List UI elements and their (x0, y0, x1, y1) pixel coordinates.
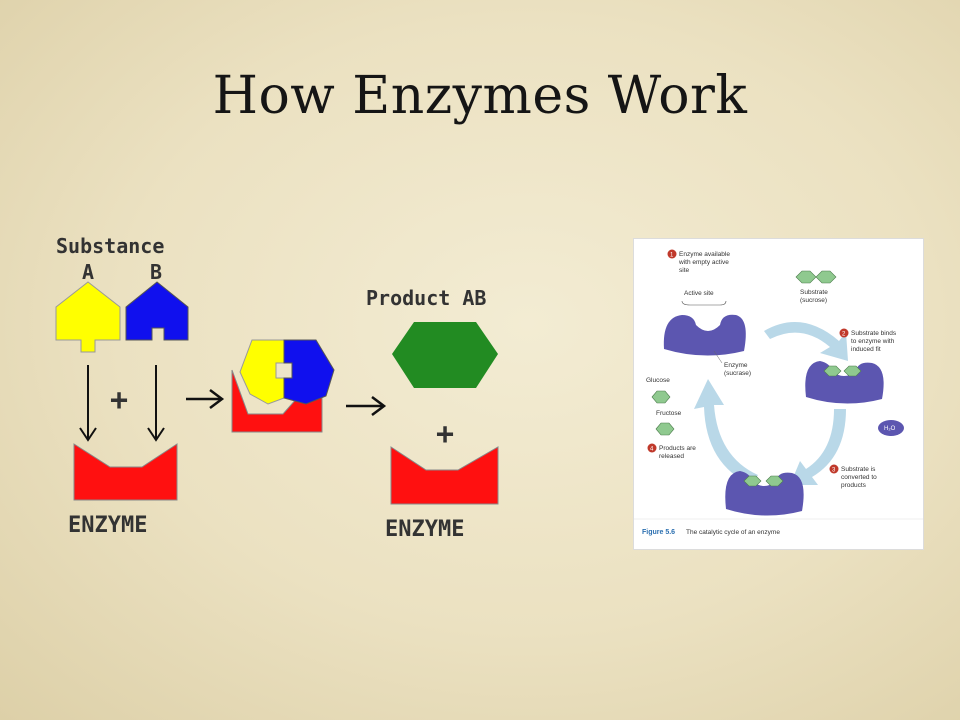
enzyme-schematic: Substance A B + ENZYME Product AB + ENZY… (55, 234, 499, 542)
step-3-text: Substrate is (841, 466, 876, 473)
substance-b-shape (125, 281, 189, 341)
substance-b-label: B (150, 260, 162, 284)
fructose-icon (655, 422, 675, 436)
substrate-label: Substrate (800, 289, 828, 296)
substance-a-shape (55, 281, 121, 353)
substrate-icon (795, 270, 837, 284)
step-3-text-2: converted to (841, 474, 877, 481)
substrate-label-2: (sucrose) (800, 297, 827, 304)
enzyme-icon-empty (663, 314, 746, 356)
bound-substrate-icon (823, 365, 862, 377)
active-site-label: Active site (684, 290, 714, 297)
substance-a-label: A (82, 260, 94, 284)
step-4-text-2: released (659, 453, 684, 460)
down-arrow-a (79, 365, 97, 442)
enzyme-name-2: (sucrase) (724, 370, 751, 377)
water-label: H₂O (884, 426, 896, 432)
plus-sign-2: + (436, 417, 454, 452)
water-icon (878, 420, 904, 436)
down-arrow-b (147, 365, 165, 442)
fructose-label: Fructose (656, 410, 682, 417)
step-1-text: Enzyme available (679, 251, 730, 258)
enzyme-icon-products (725, 471, 804, 516)
plus-sign-1: + (110, 383, 128, 418)
catalytic-cycle-diagram: Enzyme (sucrase) Active site 1 Enzyme av… (634, 249, 923, 536)
step-2-number: 2 (842, 332, 846, 338)
step-1-number: 1 (670, 253, 674, 259)
figure-caption: The catalytic cycle of an enzyme (686, 529, 780, 536)
enzyme-label-1: ENZYME (68, 513, 147, 538)
right-arrow-1 (186, 389, 225, 409)
slide-title: How Enzymes Work (212, 66, 748, 126)
enzyme-shape-2 (390, 446, 499, 505)
step-3-text-3: products (841, 482, 867, 489)
figure-number: Figure 5.6 (642, 529, 675, 536)
step-1-text-2: with empty active (678, 259, 729, 266)
enzyme-name: Enzyme (724, 362, 748, 369)
right-arrow-2 (346, 396, 387, 416)
glucose-icon (651, 390, 671, 404)
step-4-number: 4 (650, 447, 654, 453)
step-3-number: 3 (832, 468, 836, 474)
product-ab-shape (392, 322, 498, 388)
product-icon (743, 475, 784, 487)
substance-label: Substance (56, 234, 164, 258)
step-2-text-3: induced fit (851, 346, 881, 353)
enzyme-shape-1 (73, 443, 178, 501)
step-4-text: Products are (659, 445, 696, 452)
step-2-text: Substrate binds (851, 330, 897, 337)
enzyme-icon-bound (805, 361, 884, 404)
catalytic-cycle-figure: Enzyme (sucrase) Active site 1 Enzyme av… (633, 238, 924, 550)
step-1-text-3: site (679, 267, 690, 274)
enzyme-substrate-complex (231, 339, 335, 433)
product-label: Product AB (366, 286, 486, 310)
step-2-text-2: to enzyme with (851, 338, 895, 345)
enzyme-label-2: ENZYME (385, 517, 464, 542)
glucose-label: Glucose (646, 377, 670, 384)
